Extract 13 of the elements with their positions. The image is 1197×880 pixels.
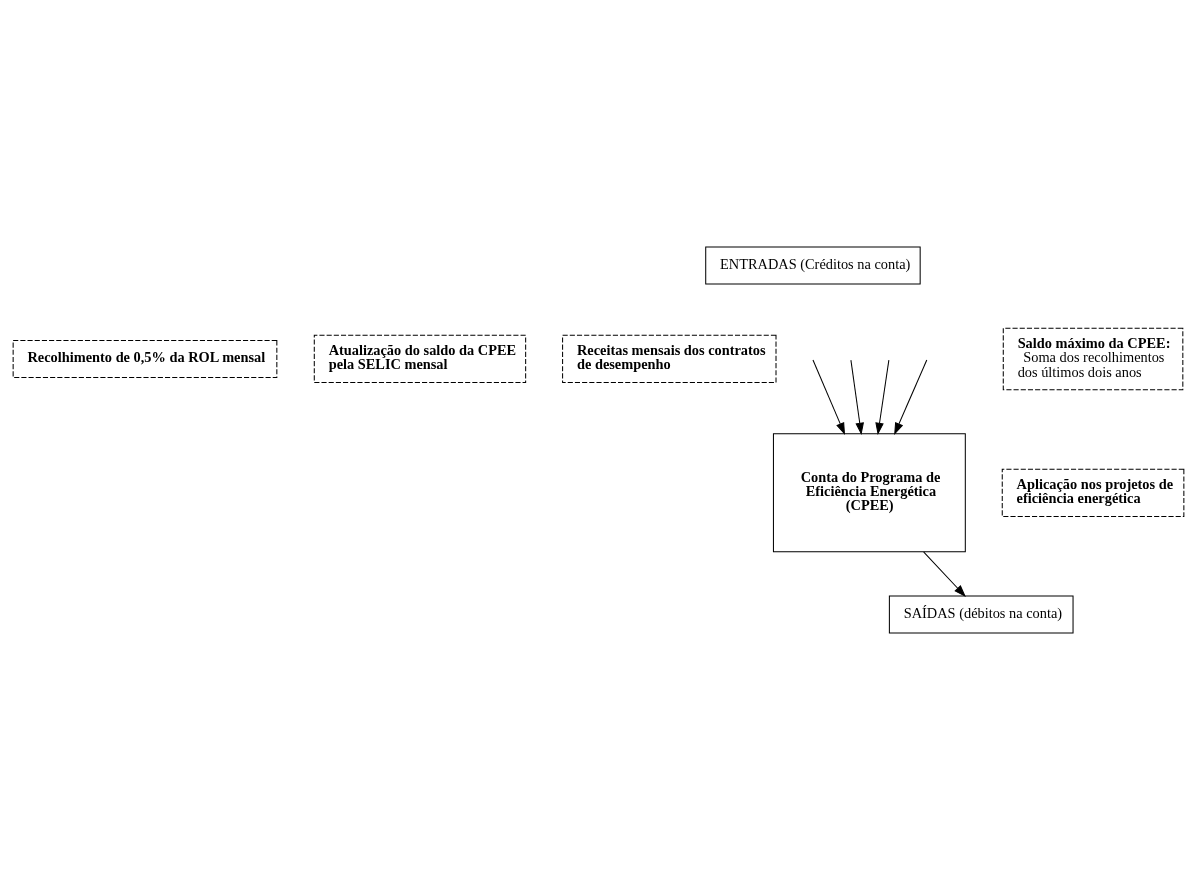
arrow xyxy=(894,359,928,435)
node-box: Receitas mensais dos contratos de desempenho xyxy=(562,334,777,384)
node-box: Atualização do saldo da CPEE pela SELIC mensal xyxy=(313,334,527,384)
node-box: Aplicação nos projetos de eficiência energética xyxy=(1001,468,1185,517)
node-box: Saldo máximo da CPEE: Soma dos recolhimentos dos últimos dois anos xyxy=(1002,327,1184,391)
node-box: Conta do Programa de Eficiência Energética (CPEE) xyxy=(772,433,966,553)
arrow xyxy=(923,551,966,598)
node-box: ENTRADAS (Créditos na conta) xyxy=(705,246,921,285)
node-box: Recolhimento de 0,5% da ROL mensal xyxy=(12,339,278,378)
arrow xyxy=(850,359,864,436)
arrow xyxy=(875,359,890,436)
arrow xyxy=(812,359,846,435)
node-box: SAÍDAS (débitos na conta) xyxy=(888,595,1074,634)
